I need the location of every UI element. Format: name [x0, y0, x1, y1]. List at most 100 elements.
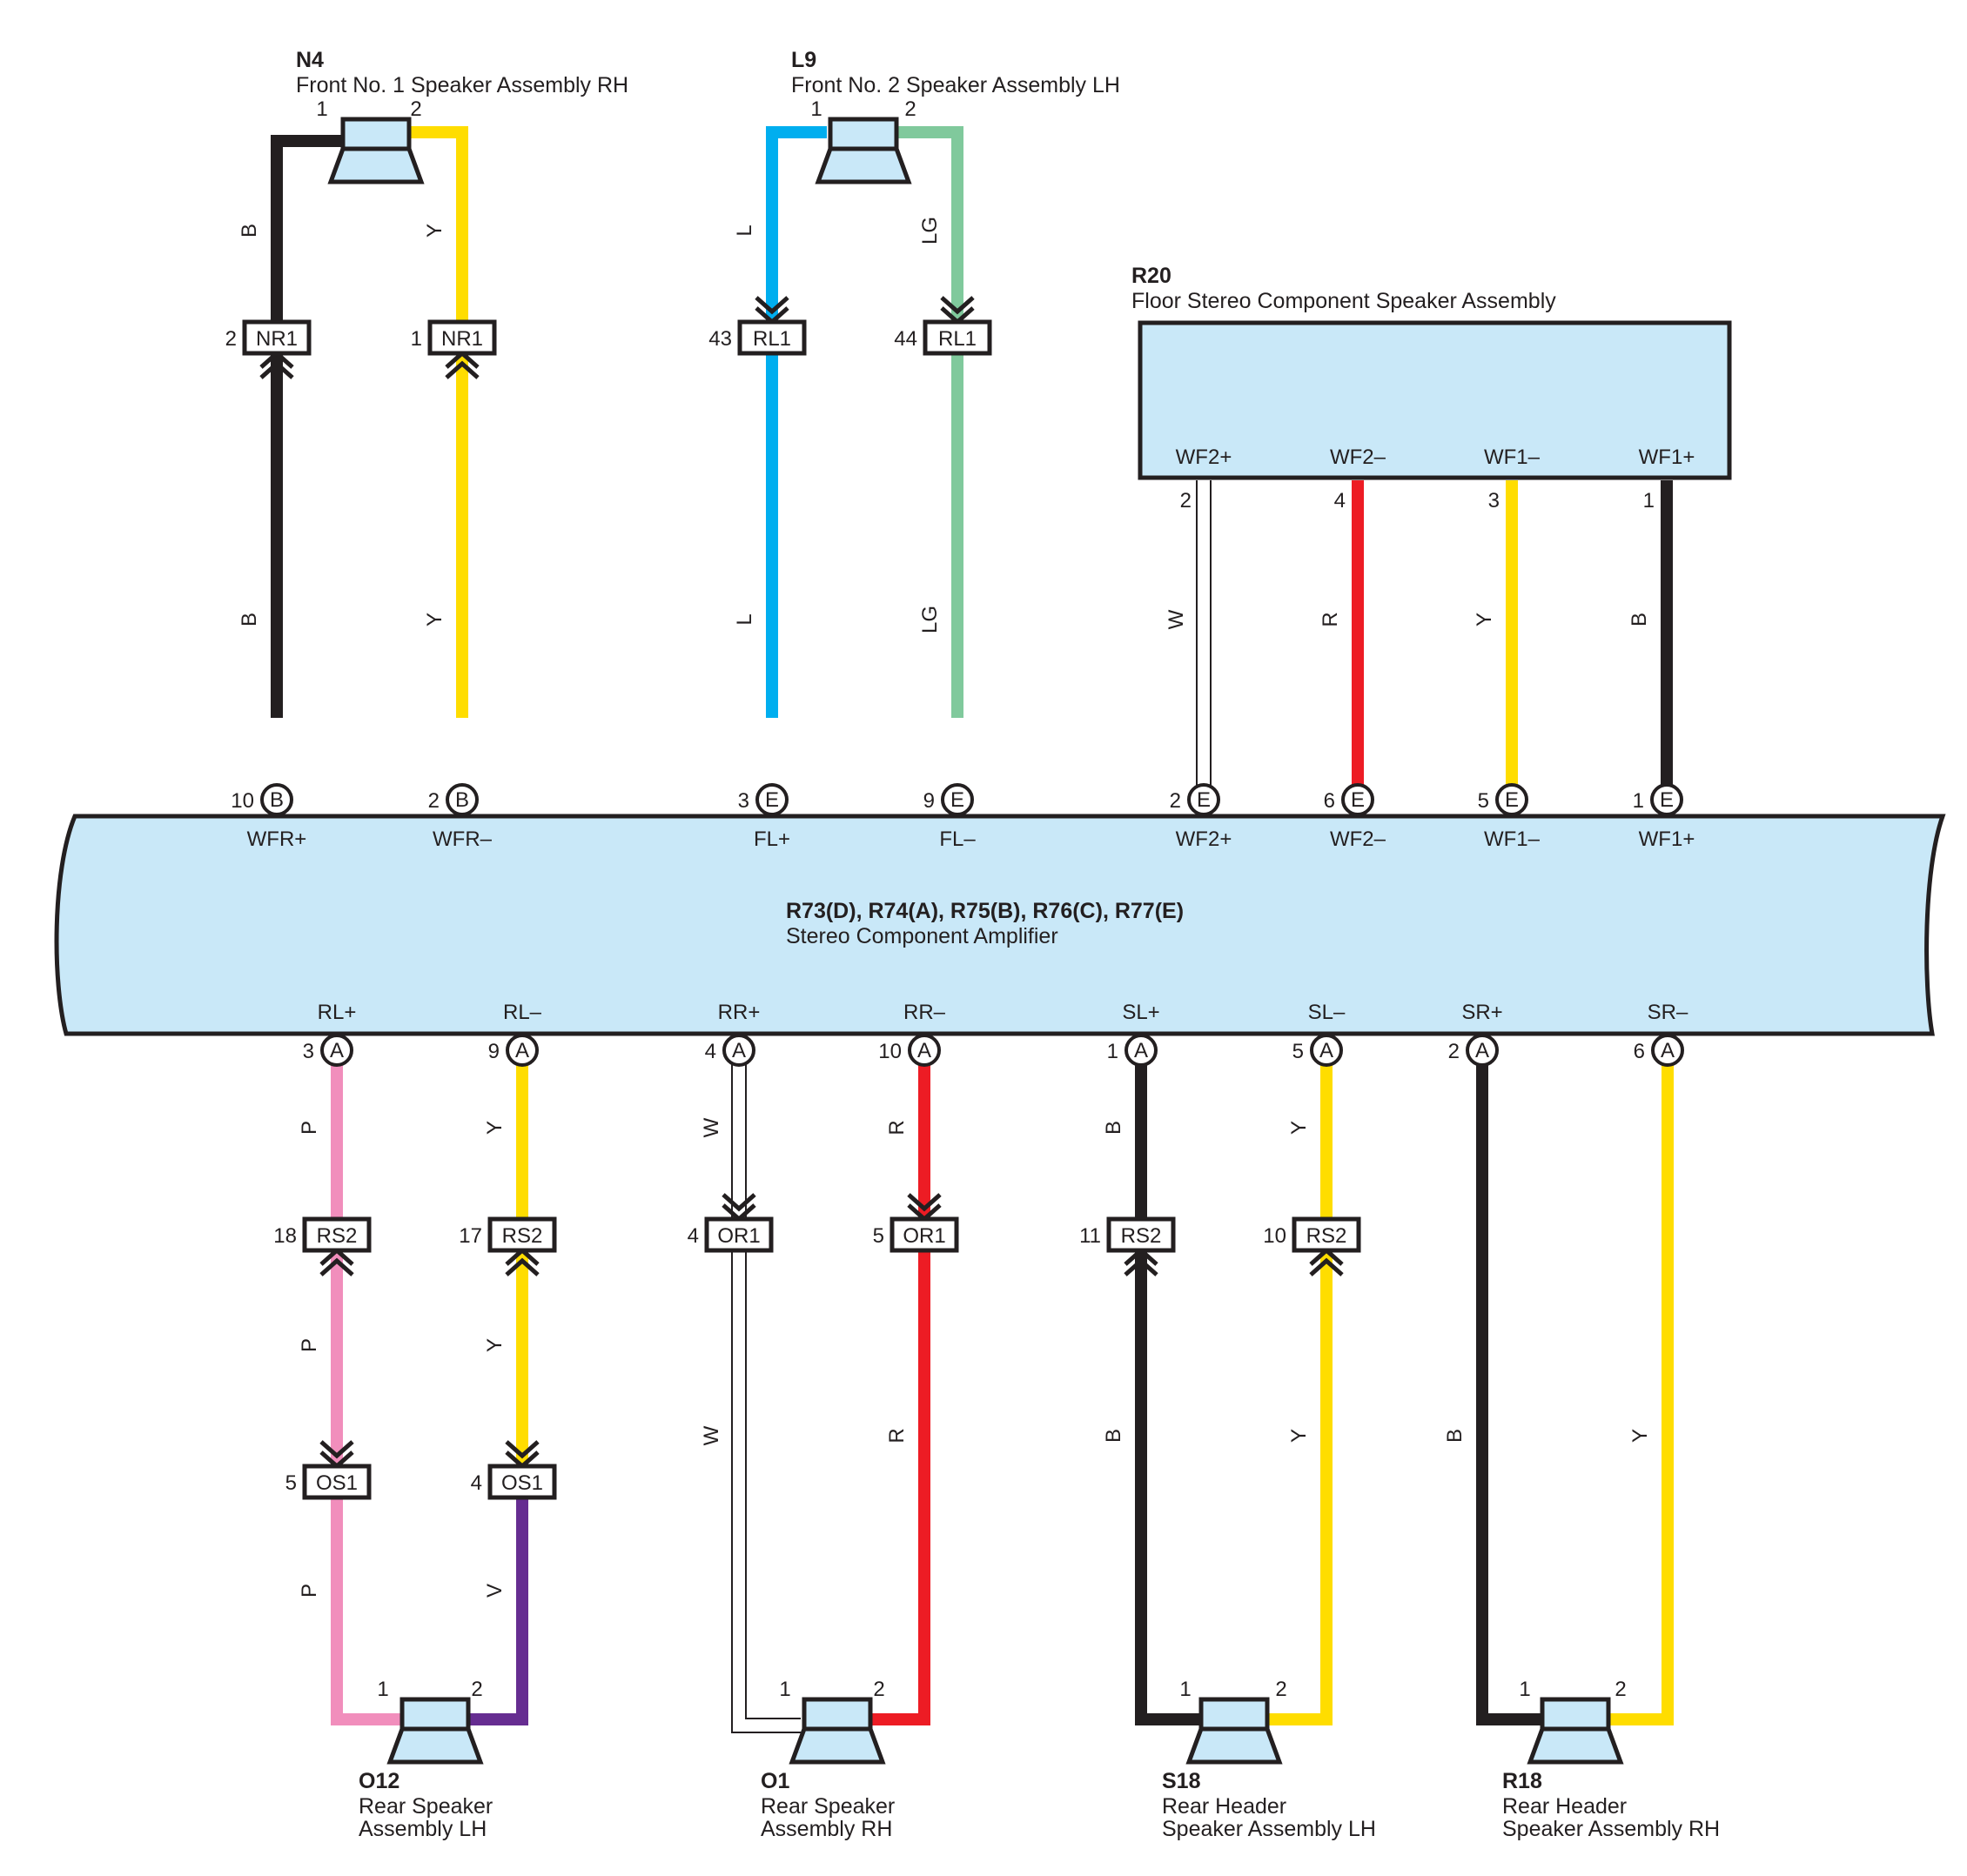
amp-top-terminal-6-circle: [1495, 783, 1528, 816]
amp-bottom-terminal-5-connector-letter: A: [1319, 1039, 1333, 1062]
floor-terminal-wf2m: WF2–: [1330, 446, 1386, 469]
wire-color-6: Y: [1473, 613, 1496, 626]
amp-top-terminal-1-connector-letter: B: [455, 788, 469, 812]
amp-bottom-terminal-4-pin-number: 1: [1107, 1040, 1118, 1063]
amp-top-terminal-5-connector-letter: E: [1351, 788, 1365, 812]
amp-bottom-terminal-7-pin-number: 6: [1634, 1040, 1645, 1063]
floor-speaker-code: R20: [1131, 264, 1171, 288]
amp-top-terminal-2-connector-letter: E: [765, 788, 779, 812]
wire-color-bottom-6-0: B: [1443, 1429, 1467, 1443]
inline-RL1-44-arrow: [940, 296, 975, 315]
speaker-n4-code: N4: [296, 48, 324, 72]
amplifier-code: R73(D), R74(A), R75(B), R76(C), R77(E): [786, 899, 1184, 923]
inline-OR1-4-box: [704, 1216, 774, 1253]
inline-NR1-2-arrow: [259, 360, 294, 379]
wire-color-7: B: [1628, 613, 1651, 626]
wire-l9-pin2: [892, 126, 963, 718]
amp-bottom-terminal-7-circle: [1651, 1034, 1684, 1067]
amp-terminal-label-top-1: WFR–: [433, 827, 493, 851]
wire-l9-pin1: [766, 126, 827, 718]
inline-RL1-44-label: RL1: [938, 327, 977, 351]
wire-color-bottom-3-0: R: [885, 1120, 909, 1135]
wire-color-lower-3: LG: [918, 606, 942, 633]
amp-terminal-label-bottom-4: SL+: [1122, 1001, 1159, 1024]
floor-pin-4: 2: [1180, 489, 1192, 513]
speaker-s18-pin-right: 2: [1275, 1678, 1286, 1701]
speaker-o1-magnet: [802, 1697, 873, 1732]
amp-bottom-terminal-6-circle: [1466, 1034, 1499, 1067]
amp-bottom-terminal-5-circle: [1310, 1034, 1343, 1067]
wire-color-bottom-5-0: Y: [1287, 1121, 1311, 1135]
speaker-o1-code: O1: [761, 1769, 789, 1793]
wire-layer: [271, 126, 1674, 1733]
amp-bottom-terminal-0-connector-letter: A: [330, 1039, 344, 1062]
amp-top-terminal-2-pin-number: 3: [738, 789, 749, 813]
speaker-n4-name: Front No. 1 Speaker Assembly RH: [296, 73, 628, 97]
wire-color-upper-1: Y: [423, 224, 446, 238]
inline-OS1-5-arrow: [319, 1440, 354, 1459]
wire-color-bottom-2-1: W: [700, 1425, 723, 1445]
speaker-l9-magnet: [828, 117, 899, 151]
amp-top-terminal-3-connector-letter: E: [950, 788, 964, 812]
wire-color-bottom-1-2: V: [483, 1584, 507, 1598]
inline-NR1-1-box: [427, 319, 497, 356]
inline-OR1-5-box: [890, 1216, 959, 1253]
wire-color-bottom-4-1: B: [1102, 1429, 1125, 1443]
amp-terminal-label-top-5: WF2–: [1330, 827, 1386, 851]
speaker-n4-pin-left: 1: [316, 97, 327, 121]
amp-terminal-label-bottom-5: SL–: [1308, 1001, 1346, 1024]
amp-bottom-terminal-0-circle: [320, 1034, 353, 1067]
inline-OS1-4-box: [487, 1464, 557, 1500]
speaker-r18-line2: Speaker Assembly RH: [1502, 1817, 1720, 1841]
wire-r18-pin2: [1606, 1050, 1674, 1725]
speaker-s18-cone: [1185, 1726, 1283, 1765]
inline-OR1-4-pin: 4: [688, 1224, 699, 1248]
wire-color-bottom-1-0: Y: [483, 1121, 507, 1135]
speaker-o1-cone: [789, 1726, 886, 1765]
speaker-l9-pin-left: 1: [810, 97, 822, 121]
amp-terminal-label-bottom-6: SR+: [1461, 1001, 1502, 1024]
amp-top-terminal-5-pin-number: 6: [1324, 789, 1335, 813]
inline-RL1-43-label: RL1: [753, 327, 791, 351]
amp-bottom-terminal-3-connector-letter: A: [917, 1039, 931, 1062]
inline-RS2-18-arrow: [319, 1257, 354, 1276]
amp-bottom-terminal-4-circle: [1124, 1034, 1158, 1067]
inline-RS2-10-pin: 10: [1263, 1224, 1286, 1248]
speaker-n4-magnet: [340, 117, 412, 151]
wire-color-bottom-4-0: B: [1102, 1121, 1125, 1135]
inline-RS2-10-arrow: [1309, 1257, 1344, 1276]
inline-RS2-11-pin: 11: [1079, 1224, 1101, 1248]
floor-terminal-wf2p: WF2+: [1176, 446, 1232, 469]
amp-terminal-label-top-6: WF1–: [1484, 827, 1541, 851]
speaker-n4-cone: [327, 146, 425, 184]
inline-OR1-5-pin: 5: [873, 1224, 884, 1248]
amp-top-terminal-1-circle: [446, 783, 479, 816]
speaker-o12-code: O12: [359, 1769, 399, 1793]
speaker-r18-code: R18: [1502, 1769, 1542, 1793]
wire-color-lower-1: Y: [423, 613, 446, 626]
amp-terminal-label-bottom-3: RR–: [903, 1001, 946, 1024]
amp-top-terminal-7-circle: [1650, 783, 1683, 816]
inline-OS1-5-box: [302, 1464, 372, 1500]
inline-OS1-4-label: OS1: [501, 1471, 543, 1495]
amp-top-terminal-7-pin-number: 1: [1633, 789, 1644, 813]
inline-RS2-17-label: RS2: [502, 1224, 543, 1248]
speaker-o12-pin-right: 2: [471, 1678, 482, 1701]
wire-color-bottom-1-1: Y: [483, 1338, 507, 1352]
amp-bottom-terminal-0-pin-number: 3: [303, 1040, 314, 1063]
floor-terminal-wf1p: WF1+: [1639, 446, 1695, 469]
inline-RS2-18-label: RS2: [317, 1224, 358, 1248]
inline-OS1-5-pin: 5: [285, 1471, 297, 1495]
wire-color-upper-2: L: [733, 224, 756, 236]
inline-OR1-5-label: OR1: [903, 1224, 945, 1248]
amplifier-body: [54, 814, 1946, 1036]
wire-color-bottom-0-1: P: [298, 1338, 321, 1352]
speaker-s18-code: S18: [1162, 1769, 1201, 1793]
speaker-o12-line1: Rear Speaker: [359, 1794, 493, 1819]
inline-RS2-10-label: RS2: [1306, 1224, 1347, 1248]
amp-top-terminal-4-circle: [1187, 783, 1220, 816]
speaker-o12-cone: [386, 1726, 484, 1765]
amp-bottom-terminal-1-pin-number: 9: [488, 1040, 500, 1063]
